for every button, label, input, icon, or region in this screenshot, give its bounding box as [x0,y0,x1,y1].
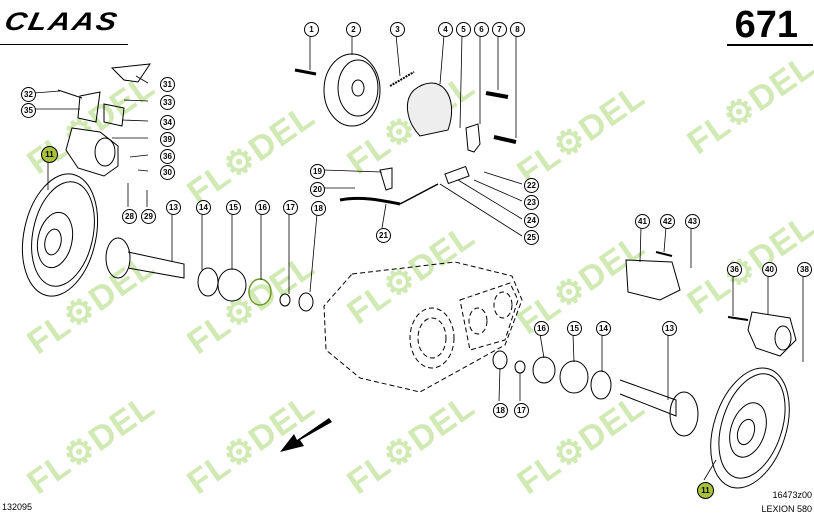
callout-part-30[interactable]: 30 [160,165,175,180]
callout-part-20[interactable]: 20 [310,182,325,197]
brake-drum [323,53,381,127]
brake-disc-left [22,173,98,297]
axle-shaft-left [105,237,314,312]
caliper-left [57,63,152,177]
cable-clevis [444,165,470,185]
callout-part-13[interactable]: 13 [662,321,677,336]
callout-part-32[interactable]: 32 [21,87,36,102]
lever [465,123,481,153]
header-divider [727,44,813,46]
callout-part-16[interactable]: 16 [255,200,270,215]
callout-part-2[interactable]: 2 [346,22,361,37]
callout-part-13[interactable]: 13 [166,200,181,215]
view-direction-arrow [280,418,332,452]
callout-part-31[interactable]: 31 [160,77,175,92]
brake-cable [339,196,401,206]
callout-part-18[interactable]: 18 [493,403,508,418]
callout-part-39[interactable]: 39 [160,132,175,147]
leader-lines [33,34,804,481]
brake-shoe [407,82,453,137]
callout-part-3[interactable]: 3 [390,22,405,37]
callout-part-1[interactable]: 1 [304,22,319,37]
callout-part-11-highlighted[interactable]: 11 [41,146,58,163]
callout-part-15[interactable]: 15 [567,321,582,336]
cover-41 [625,251,681,301]
callout-part-18[interactable]: 18 [311,201,326,216]
callout-part-14[interactable]: 14 [596,321,611,336]
callout-part-35[interactable]: 35 [21,103,36,118]
pin [294,68,317,76]
document-id: 132095 [2,502,33,512]
callout-part-17[interactable]: 17 [283,200,298,215]
callout-part-42[interactable]: 42 [660,214,675,229]
callout-part-4[interactable]: 4 [438,22,453,37]
callout-part-25[interactable]: 25 [524,230,539,245]
callout-part-21[interactable]: 21 [376,228,391,243]
callout-part-38[interactable]: 38 [797,262,812,277]
callout-part-40[interactable]: 40 [762,262,777,277]
callout-part-24[interactable]: 24 [524,213,539,228]
callout-part-17[interactable]: 17 [514,403,529,418]
callout-part-7[interactable]: 7 [492,22,507,37]
callout-part-15[interactable]: 15 [226,200,241,215]
gearbox-housing-outline [323,261,523,393]
callout-part-8[interactable]: 8 [510,22,525,37]
callout-part-36[interactable]: 36 [160,149,175,164]
callout-part-36[interactable]: 36 [727,262,742,277]
callout-part-14[interactable]: 14 [196,200,211,215]
axle-shaft-right [492,350,699,437]
model-name: LEXION 580 [761,504,812,514]
drawing-id: 16473z00 [772,490,812,500]
callout-part-43[interactable]: 43 [685,214,700,229]
callout-part-23[interactable]: 23 [524,195,539,210]
pin [485,91,509,99]
brake-disc-right [710,367,790,489]
callout-part-33[interactable]: 33 [160,95,175,110]
callout-part-11-highlighted[interactable]: 11 [697,482,714,499]
callout-part-29[interactable]: 29 [141,209,156,224]
callout-part-41[interactable]: 41 [635,214,650,229]
callout-part-6[interactable]: 6 [474,22,489,37]
callout-part-34[interactable]: 34 [160,115,175,130]
page-number: 671 [734,4,798,46]
callout-part-28[interactable]: 28 [122,209,137,224]
callout-part-22[interactable]: 22 [524,178,539,193]
callout-part-5[interactable]: 5 [456,22,471,37]
callout-part-19[interactable]: 19 [310,164,325,179]
caliper-right [727,311,797,357]
pin [493,135,517,144]
header-divider [0,44,128,45]
callout-part-16[interactable]: 16 [534,321,549,336]
spring [389,71,415,87]
